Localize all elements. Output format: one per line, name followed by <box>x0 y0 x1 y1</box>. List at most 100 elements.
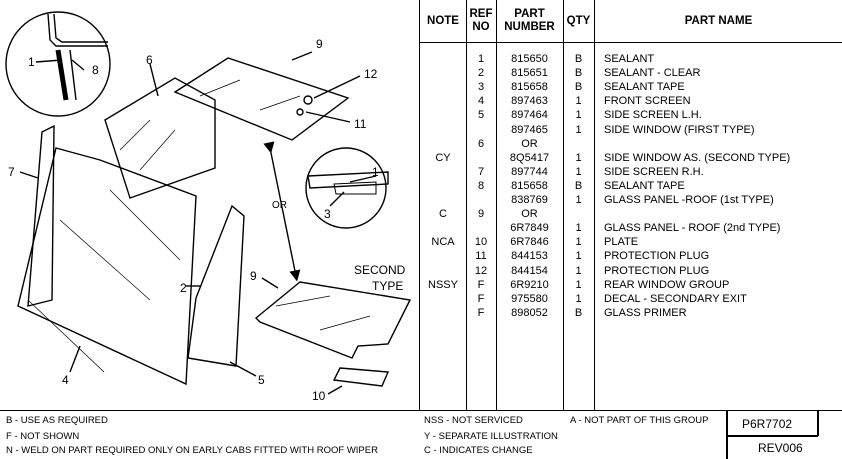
cell-ref: 4 <box>477 95 485 108</box>
cell-part: 8Q5417 <box>509 151 550 164</box>
callout-6: 6 <box>146 53 153 67</box>
side-screen-part-5 <box>187 204 245 367</box>
cell-qty: 1 <box>575 264 582 277</box>
second-type-label-line1: SECOND <box>354 263 406 277</box>
cell-part: 844153 <box>511 250 548 263</box>
callout-8: 8 <box>92 63 99 77</box>
cell-qty: 1 <box>575 95 582 108</box>
side-screen-part-7 <box>27 124 55 307</box>
cell-qty: 1 <box>575 151 582 164</box>
cell-ref: 12 <box>474 264 488 277</box>
cell-part: 898052 <box>511 306 548 319</box>
cell-ref: 6 <box>477 137 485 150</box>
cell-part: 897744 <box>511 165 548 178</box>
cell-qty: 1 <box>575 292 582 305</box>
roof-glass-part-9-first <box>173 57 350 141</box>
callout-1-right: 1 <box>372 165 379 179</box>
cell-name: GLASS PRIMER <box>604 306 687 319</box>
callout-10: 10 <box>312 389 326 403</box>
cell-name: SEALANT TAPE <box>604 179 685 192</box>
cell-name: GLASS PANEL -ROOF (1st TYPE) <box>604 194 774 206</box>
cell-qty: 1 <box>575 123 582 136</box>
detail-circle-sealant <box>5 11 111 117</box>
table-row: 11 844153 1 PROTECTION PLUG <box>420 249 842 263</box>
header-part-name: PART NAME <box>594 0 842 43</box>
cell-name: DECAL - SECONDARY EXIT <box>604 292 747 305</box>
cell-qty: 1 <box>575 278 582 291</box>
cell-name: SIDE WINDOW (FIRST TYPE) <box>604 123 755 136</box>
callout-2: 2 <box>180 281 187 295</box>
cell-part: OR <box>521 137 538 150</box>
cell-name: SEALANT <box>604 53 655 65</box>
cell-note: C <box>439 208 447 221</box>
legend-footer: B - USE AS REQUIRED F - NOT SHOWN N - WE… <box>0 410 842 459</box>
revision: REV006 <box>758 441 803 455</box>
cell-ref: F <box>477 306 485 319</box>
callout-11: 11 <box>354 117 367 131</box>
cell-part: 975580 <box>511 292 548 305</box>
cell-name: PROTECTION PLUG <box>604 250 710 263</box>
cell-qty: 1 <box>575 165 582 178</box>
cell-qty: B <box>574 53 583 65</box>
cell-qty: 1 <box>575 194 582 206</box>
cell-part: 6R7846 <box>510 236 549 249</box>
roof-glass-part-9-second <box>254 281 412 359</box>
cell-qty: B <box>574 67 583 80</box>
cell-name: GLASS PANEL - ROOF (2nd TYPE) <box>604 222 781 235</box>
table-row: 6 OR <box>420 137 842 151</box>
exploded-view-diagram: 1 8 6 9 12 11 7 1 3 2 5 4 9 10 OR SECOND… <box>5 11 412 403</box>
cell-part: 815651 <box>511 67 548 80</box>
cell-qty: B <box>574 179 583 192</box>
callout-3: 3 <box>324 207 331 221</box>
legend-n: N - WELD ON PART REQUIRED ONLY ON EARLY … <box>6 445 378 456</box>
table-row: 838769 1 GLASS PANEL -ROOF (1st TYPE) <box>420 193 842 207</box>
table-row: F 898052 B GLASS PRIMER <box>420 306 842 320</box>
cell-ref: 7 <box>477 165 485 178</box>
cell-ref: 2 <box>477 67 485 80</box>
table-row: 1 815650 B SEALANT <box>420 52 842 66</box>
legend-b: B - USE AS REQUIRED <box>6 415 108 426</box>
header-note: NOTE <box>420 0 466 43</box>
cell-ref: 3 <box>477 81 485 94</box>
cell-qty: 1 <box>575 236 582 249</box>
cell-qty: 1 <box>575 250 582 263</box>
callout-9-second: 9 <box>250 269 257 283</box>
cell-part: 815650 <box>511 53 548 65</box>
drawing-number: P6R7702 <box>742 417 793 431</box>
callout-7: 7 <box>8 165 15 179</box>
cell-qty: B <box>574 306 583 319</box>
table-row: 5 897464 1 SIDE SCREEN L.H. <box>420 108 842 122</box>
cell-qty: 1 <box>575 222 582 235</box>
cell-part: 897464 <box>511 109 548 122</box>
cell-note: NCA <box>431 236 455 249</box>
front-screen-part-4 <box>17 147 197 386</box>
callout-5: 5 <box>258 373 265 387</box>
cell-ref: 5 <box>477 109 485 122</box>
cell-ref: F <box>477 292 485 305</box>
cell-name: SIDE SCREEN L.H. <box>604 109 702 122</box>
cell-part: 838769 <box>511 194 548 206</box>
cell-ref: 1 <box>477 53 485 65</box>
cell-note: CY <box>435 151 451 164</box>
legend-c: C - INDICATES CHANGE <box>424 445 533 456</box>
cell-ref: 11 <box>475 250 487 263</box>
cell-part: 815658 <box>511 81 548 94</box>
cell-ref: 8 <box>477 179 485 192</box>
cell-qty: 1 <box>575 109 582 122</box>
callout-1-top: 1 <box>28 55 35 69</box>
side-window-part-6 <box>104 77 216 199</box>
cell-part: 897465 <box>511 123 548 136</box>
cell-name: PROTECTION PLUG <box>604 264 710 277</box>
plate-part-10 <box>332 367 390 387</box>
